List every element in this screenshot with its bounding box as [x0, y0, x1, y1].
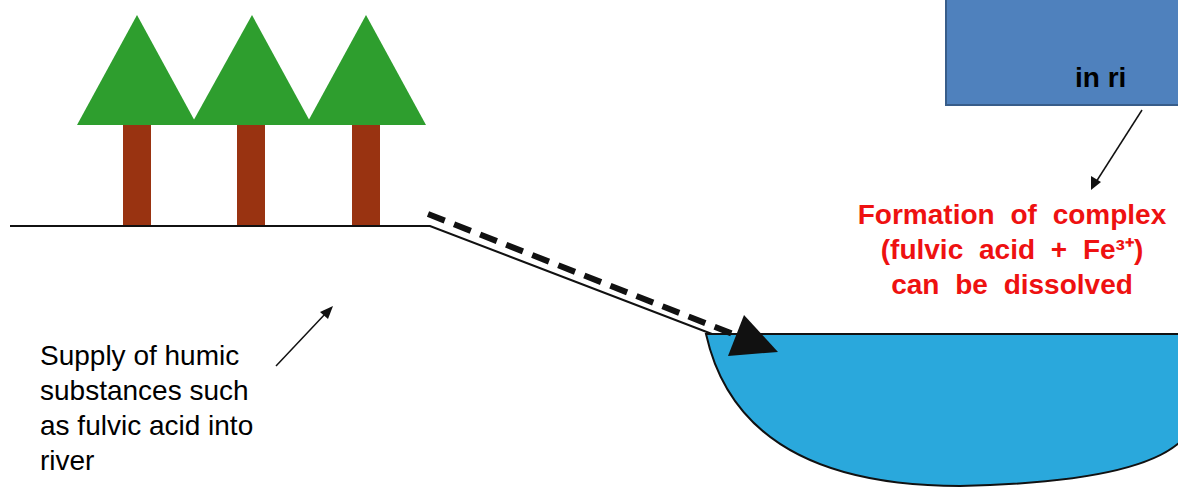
tree-trunk: [123, 125, 151, 226]
leader-line: [276, 313, 326, 366]
tree-crown: [77, 15, 197, 125]
lake: [706, 334, 1178, 486]
tree-crown: [306, 15, 426, 125]
tree-crown: [191, 15, 312, 125]
flow-arrowhead: [728, 315, 778, 356]
tree-trunk: [237, 125, 265, 226]
leader-arrowhead: [1091, 176, 1101, 190]
description-text: Supply of humic substances such as fulvi…: [40, 338, 268, 478]
flow-line: [428, 214, 738, 336]
info-box: in ri: [945, 0, 1178, 106]
ground-line: [10, 226, 712, 334]
leader-arrowhead: [320, 306, 333, 319]
tree-trunk: [352, 125, 380, 226]
note-text: Formation of complex (fulvic acid + Fe³⁺…: [853, 197, 1171, 302]
leader-line: [1096, 110, 1142, 182]
box-text: in ri: [1075, 62, 1126, 94]
